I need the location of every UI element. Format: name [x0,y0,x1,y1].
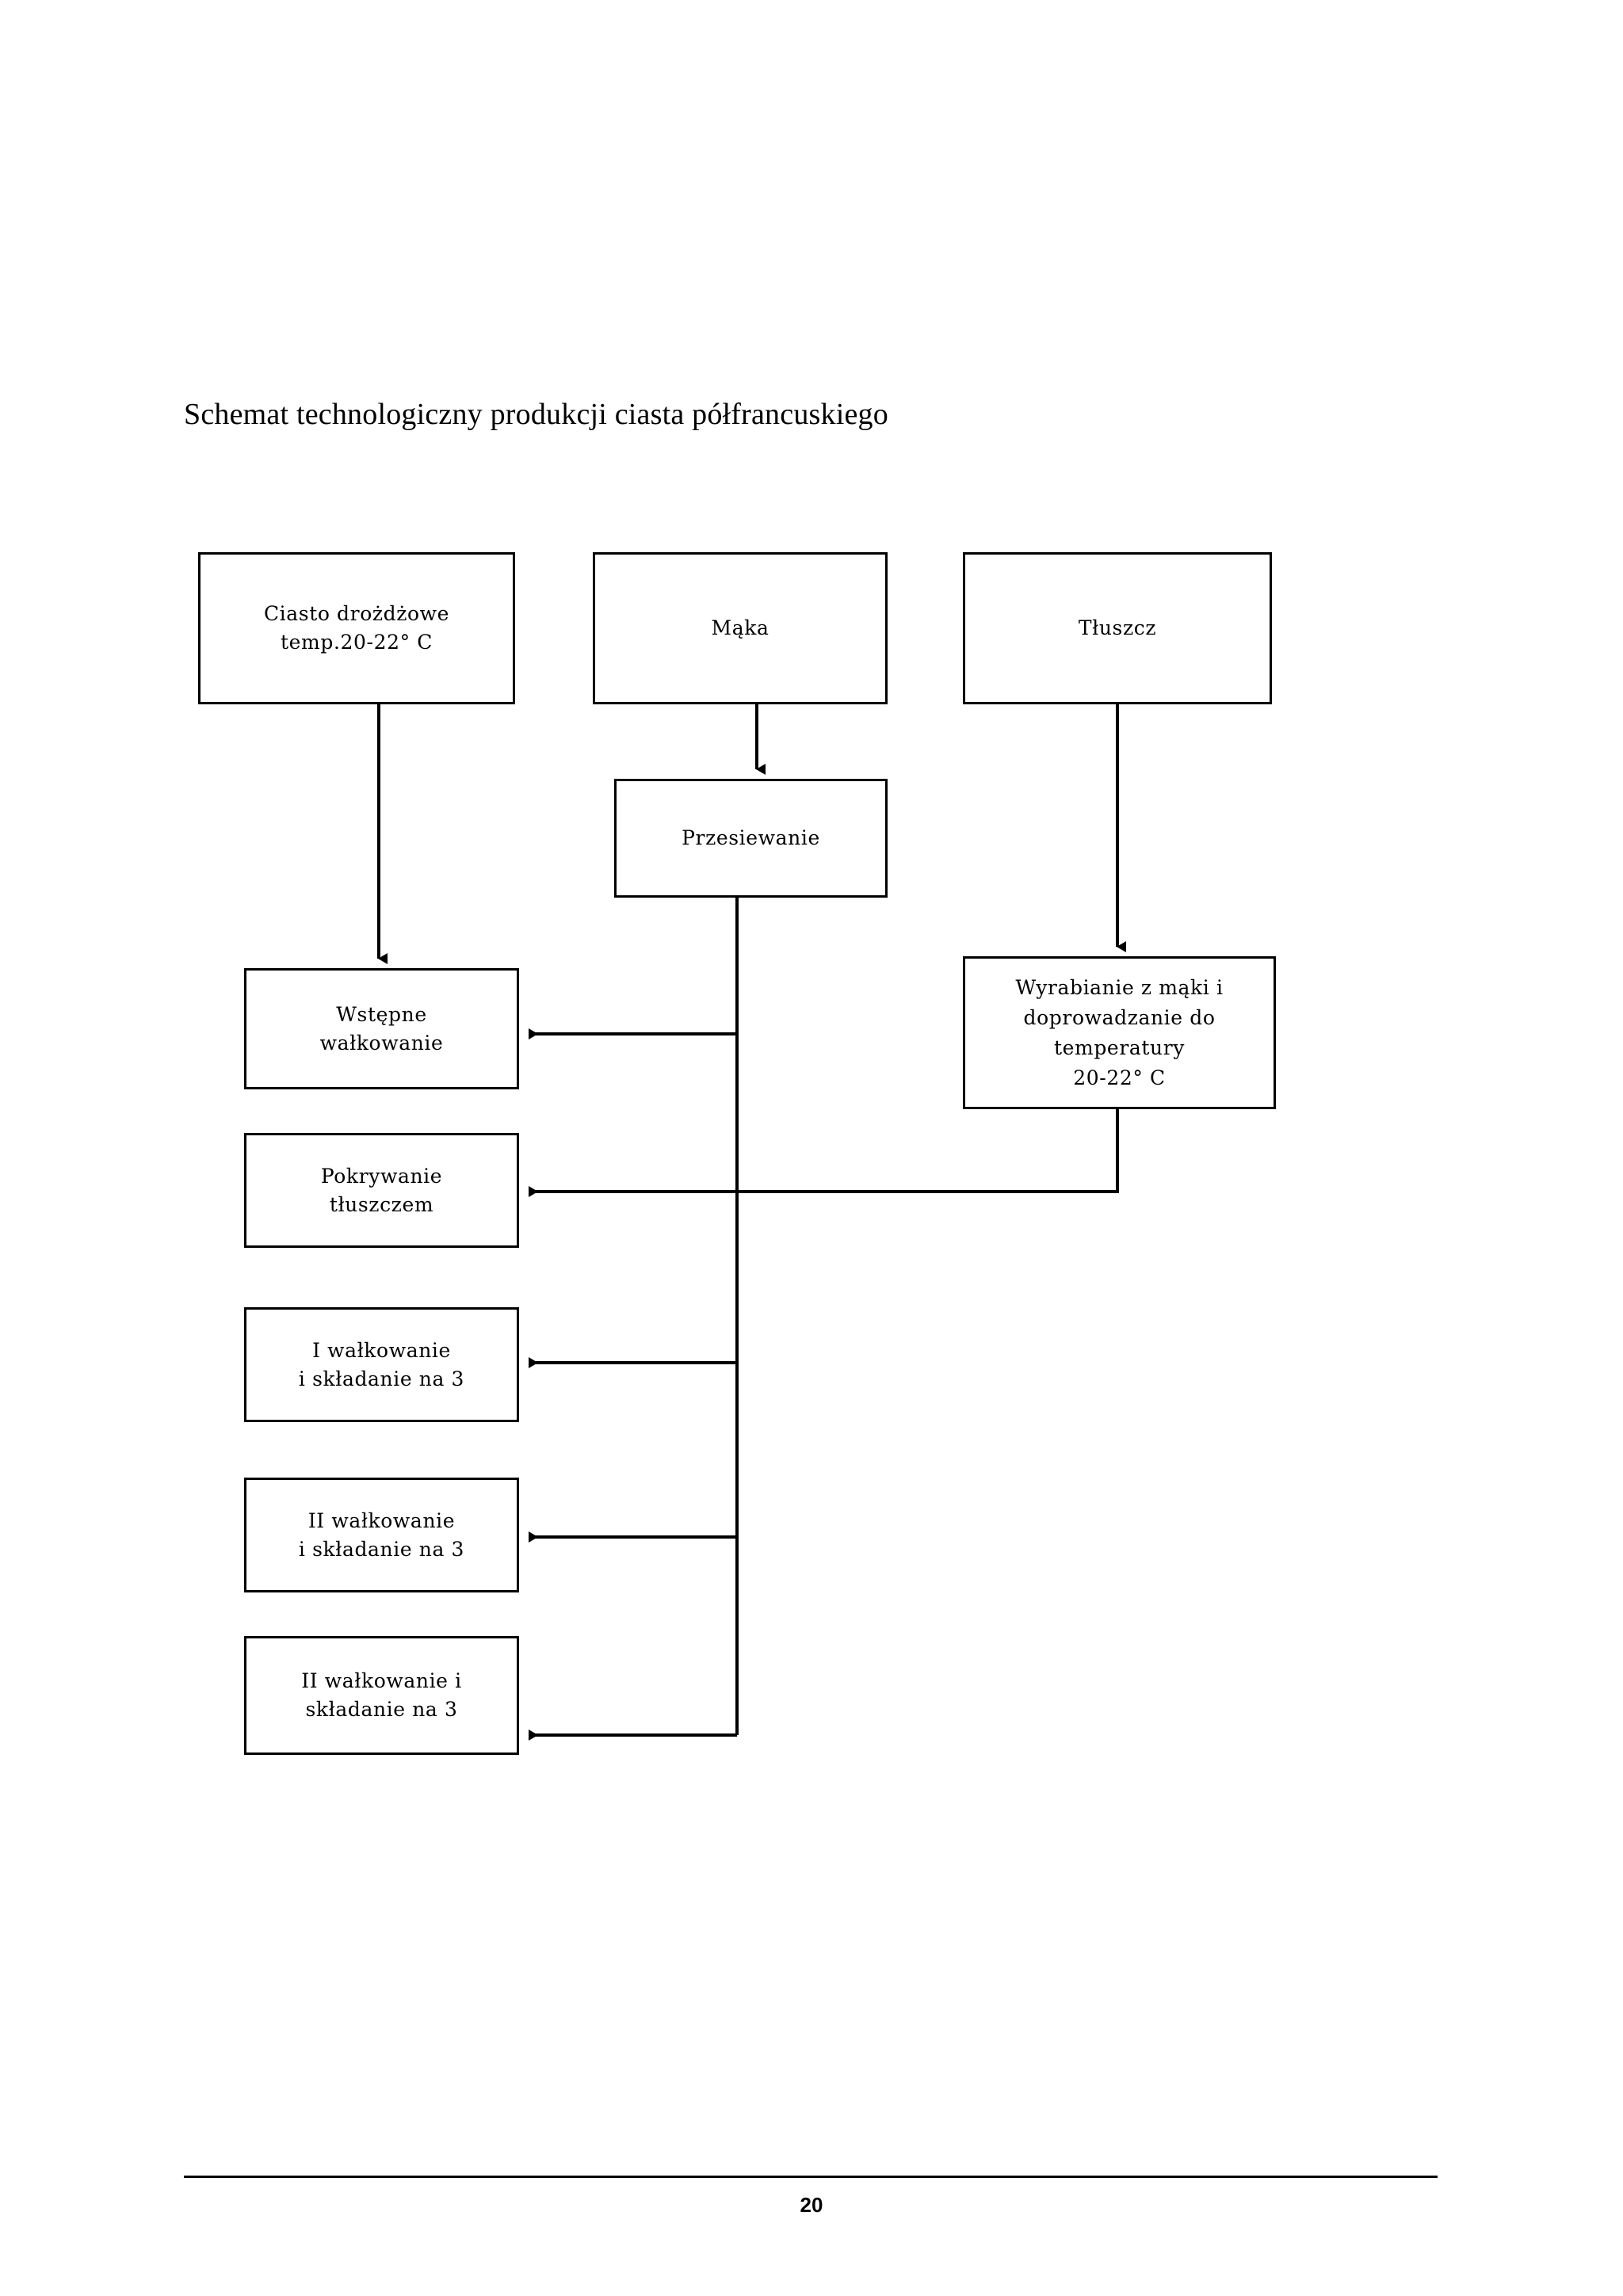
node-walkowanie-1: I wałkowanie i składanie na 3 [244,1307,519,1422]
node-wyrabianie: Wyrabianie z mąki i doprowadzanie do tem… [963,956,1276,1109]
node-label: Tłuszcz [1078,616,1157,639]
node-label: II wałkowanie i składanie na 3 [301,1669,462,1721]
node-label: Przesiewanie [682,826,820,849]
node-label: Ciasto drożdżowe temp.20-22° C [263,602,450,654]
node-label: Mąka [711,616,769,639]
node-przesiewanie: Przesiewanie [614,779,888,898]
node-ciasto-drozdzowe: Ciasto drożdżowe temp.20-22° C [198,552,515,704]
node-wstepne-walkowanie: Wstępne wałkowanie [244,968,519,1089]
page-title: Schemat technologiczny produkcji ciasta … [184,398,888,431]
node-label: Wstępne wałkowanie [319,1002,444,1055]
node-walkowanie-3: II wałkowanie i składanie na 3 [244,1636,519,1755]
footer-divider [184,2176,1438,2178]
node-label: Wyrabianie z mąki i doprowadzanie do tem… [1015,975,1224,1089]
node-label: I wałkowanie i składanie na 3 [298,1338,465,1390]
node-tluszcz: Tłuszcz [963,552,1272,704]
node-label: II wałkowanie i składanie na 3 [298,1508,465,1561]
page-number: 20 [800,2193,823,2217]
node-label: Pokrywanie tłuszczem [320,1164,443,1216]
node-pokrywanie-tluszczem: Pokrywanie tłuszczem [244,1133,519,1248]
node-walkowanie-2: II wałkowanie i składanie na 3 [244,1478,519,1592]
edge-wyrabianie-to-pokrywanie [529,1109,1119,1197]
node-maka: Mąka [593,552,888,704]
